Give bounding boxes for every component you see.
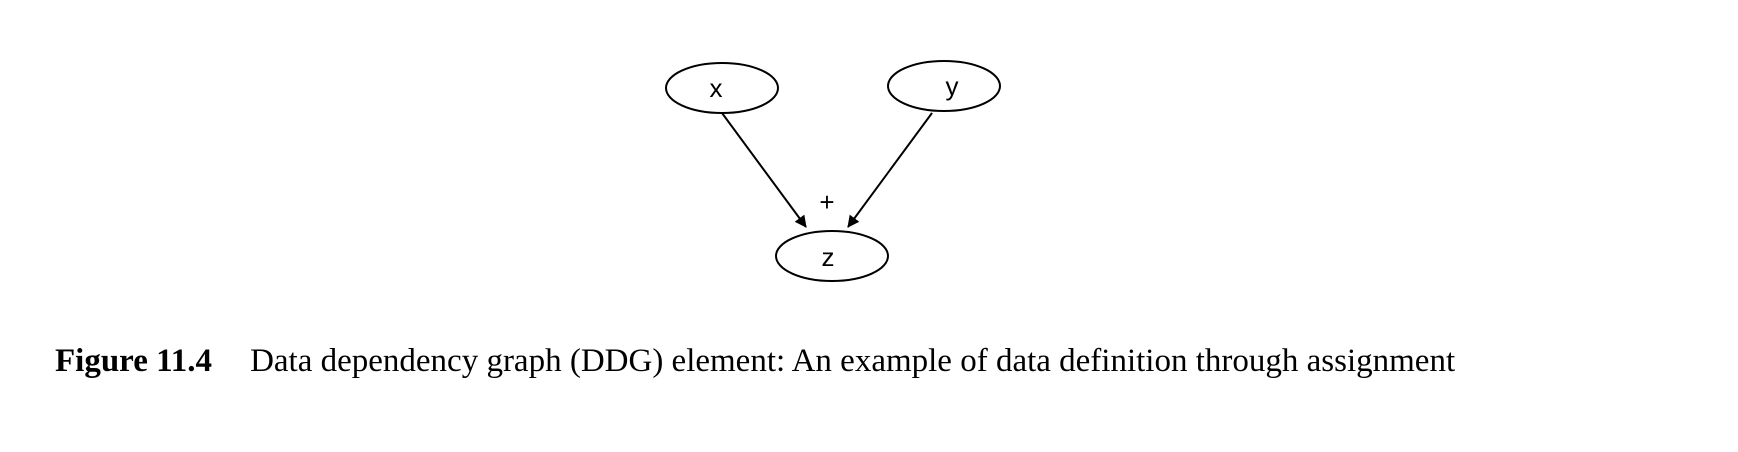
ddg-diagram: x y + z bbox=[665, 60, 1001, 282]
edge-y-to-z bbox=[847, 112, 933, 228]
node-y-label: y bbox=[946, 71, 959, 101]
node-z-label: z bbox=[822, 242, 835, 272]
figure-caption: Figure 11.4 Data dependency graph (DDG) e… bbox=[55, 338, 1665, 384]
node-x-label: x bbox=[710, 73, 723, 103]
node-y: y bbox=[887, 60, 1001, 112]
edge-x-to-z bbox=[721, 112, 807, 228]
node-x: x bbox=[665, 62, 779, 114]
caption-text: Data dependency graph (DDG) element: An … bbox=[250, 343, 1456, 379]
operator-label: + bbox=[819, 187, 834, 217]
node-z: z bbox=[775, 230, 889, 282]
figure-label: Figure 11.4 bbox=[55, 343, 213, 379]
